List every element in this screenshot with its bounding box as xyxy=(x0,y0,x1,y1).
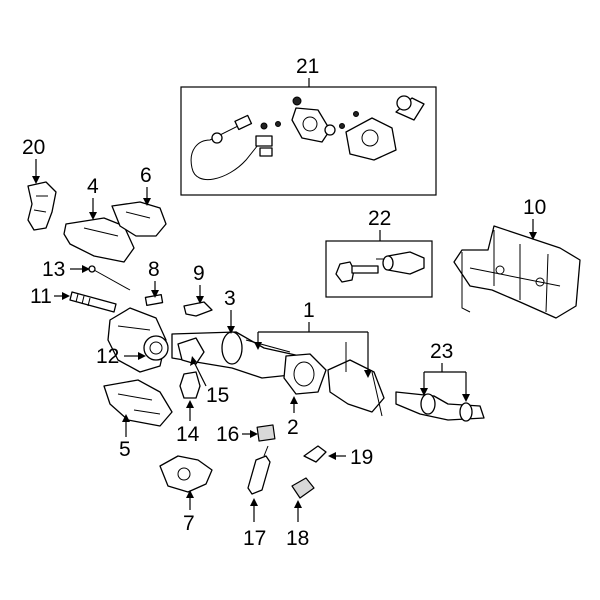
callout-5: 5 xyxy=(119,438,131,461)
callout-4: 4 xyxy=(87,175,99,198)
part-4-upper-shroud xyxy=(63,217,135,263)
callout-15: 15 xyxy=(206,384,229,407)
callout-21: 21 xyxy=(296,55,319,78)
callout-6: 6 xyxy=(140,164,152,187)
part-10-support-bracket xyxy=(453,225,581,319)
part-23-intermediate-shaft xyxy=(395,391,485,422)
part-18-clip xyxy=(291,477,315,499)
part-5-lower-shroud xyxy=(103,379,173,427)
part-2-mount-plate xyxy=(283,353,327,395)
callout-8: 8 xyxy=(148,258,160,281)
part-9-bracket xyxy=(183,301,213,317)
callout-7: 7 xyxy=(183,512,195,535)
callout-23: 23 xyxy=(430,340,453,363)
callout-18: 18 xyxy=(286,527,309,550)
callout-3: 3 xyxy=(224,287,236,310)
callout-11: 11 xyxy=(30,285,52,308)
part-20-bracket xyxy=(27,181,57,231)
part-6-cover xyxy=(111,201,167,237)
part-22-key-cylinder xyxy=(335,251,425,283)
part-12-switch-housing xyxy=(107,307,169,373)
part-15-bracket xyxy=(177,337,205,365)
callout-10: 10 xyxy=(523,196,546,219)
callout-20: 20 xyxy=(22,136,45,159)
callout-19: 19 xyxy=(350,446,373,469)
part-19-clip xyxy=(303,445,327,463)
callout-9: 9 xyxy=(193,262,205,285)
callout-17: 17 xyxy=(243,527,266,550)
part-1-column-shaft xyxy=(327,342,385,417)
part-7-bracket xyxy=(159,455,213,493)
inset-box-22 xyxy=(325,240,433,298)
callout-22: 22 xyxy=(368,207,391,230)
part-17-strut xyxy=(247,445,271,495)
part-11-lever xyxy=(69,291,117,313)
part-8-clip xyxy=(144,294,164,306)
callout-2: 2 xyxy=(287,416,299,439)
part-21-lock-kit xyxy=(190,95,425,180)
callout-14: 14 xyxy=(176,423,200,446)
callout-1: 1 xyxy=(303,299,315,322)
callout-16: 16 xyxy=(216,423,239,446)
callout-12: 12 xyxy=(96,345,119,368)
part-16-clip xyxy=(256,424,276,442)
part-13-screw xyxy=(88,265,131,291)
callout-13: 13 xyxy=(42,258,65,281)
part-14-switch xyxy=(179,371,201,399)
